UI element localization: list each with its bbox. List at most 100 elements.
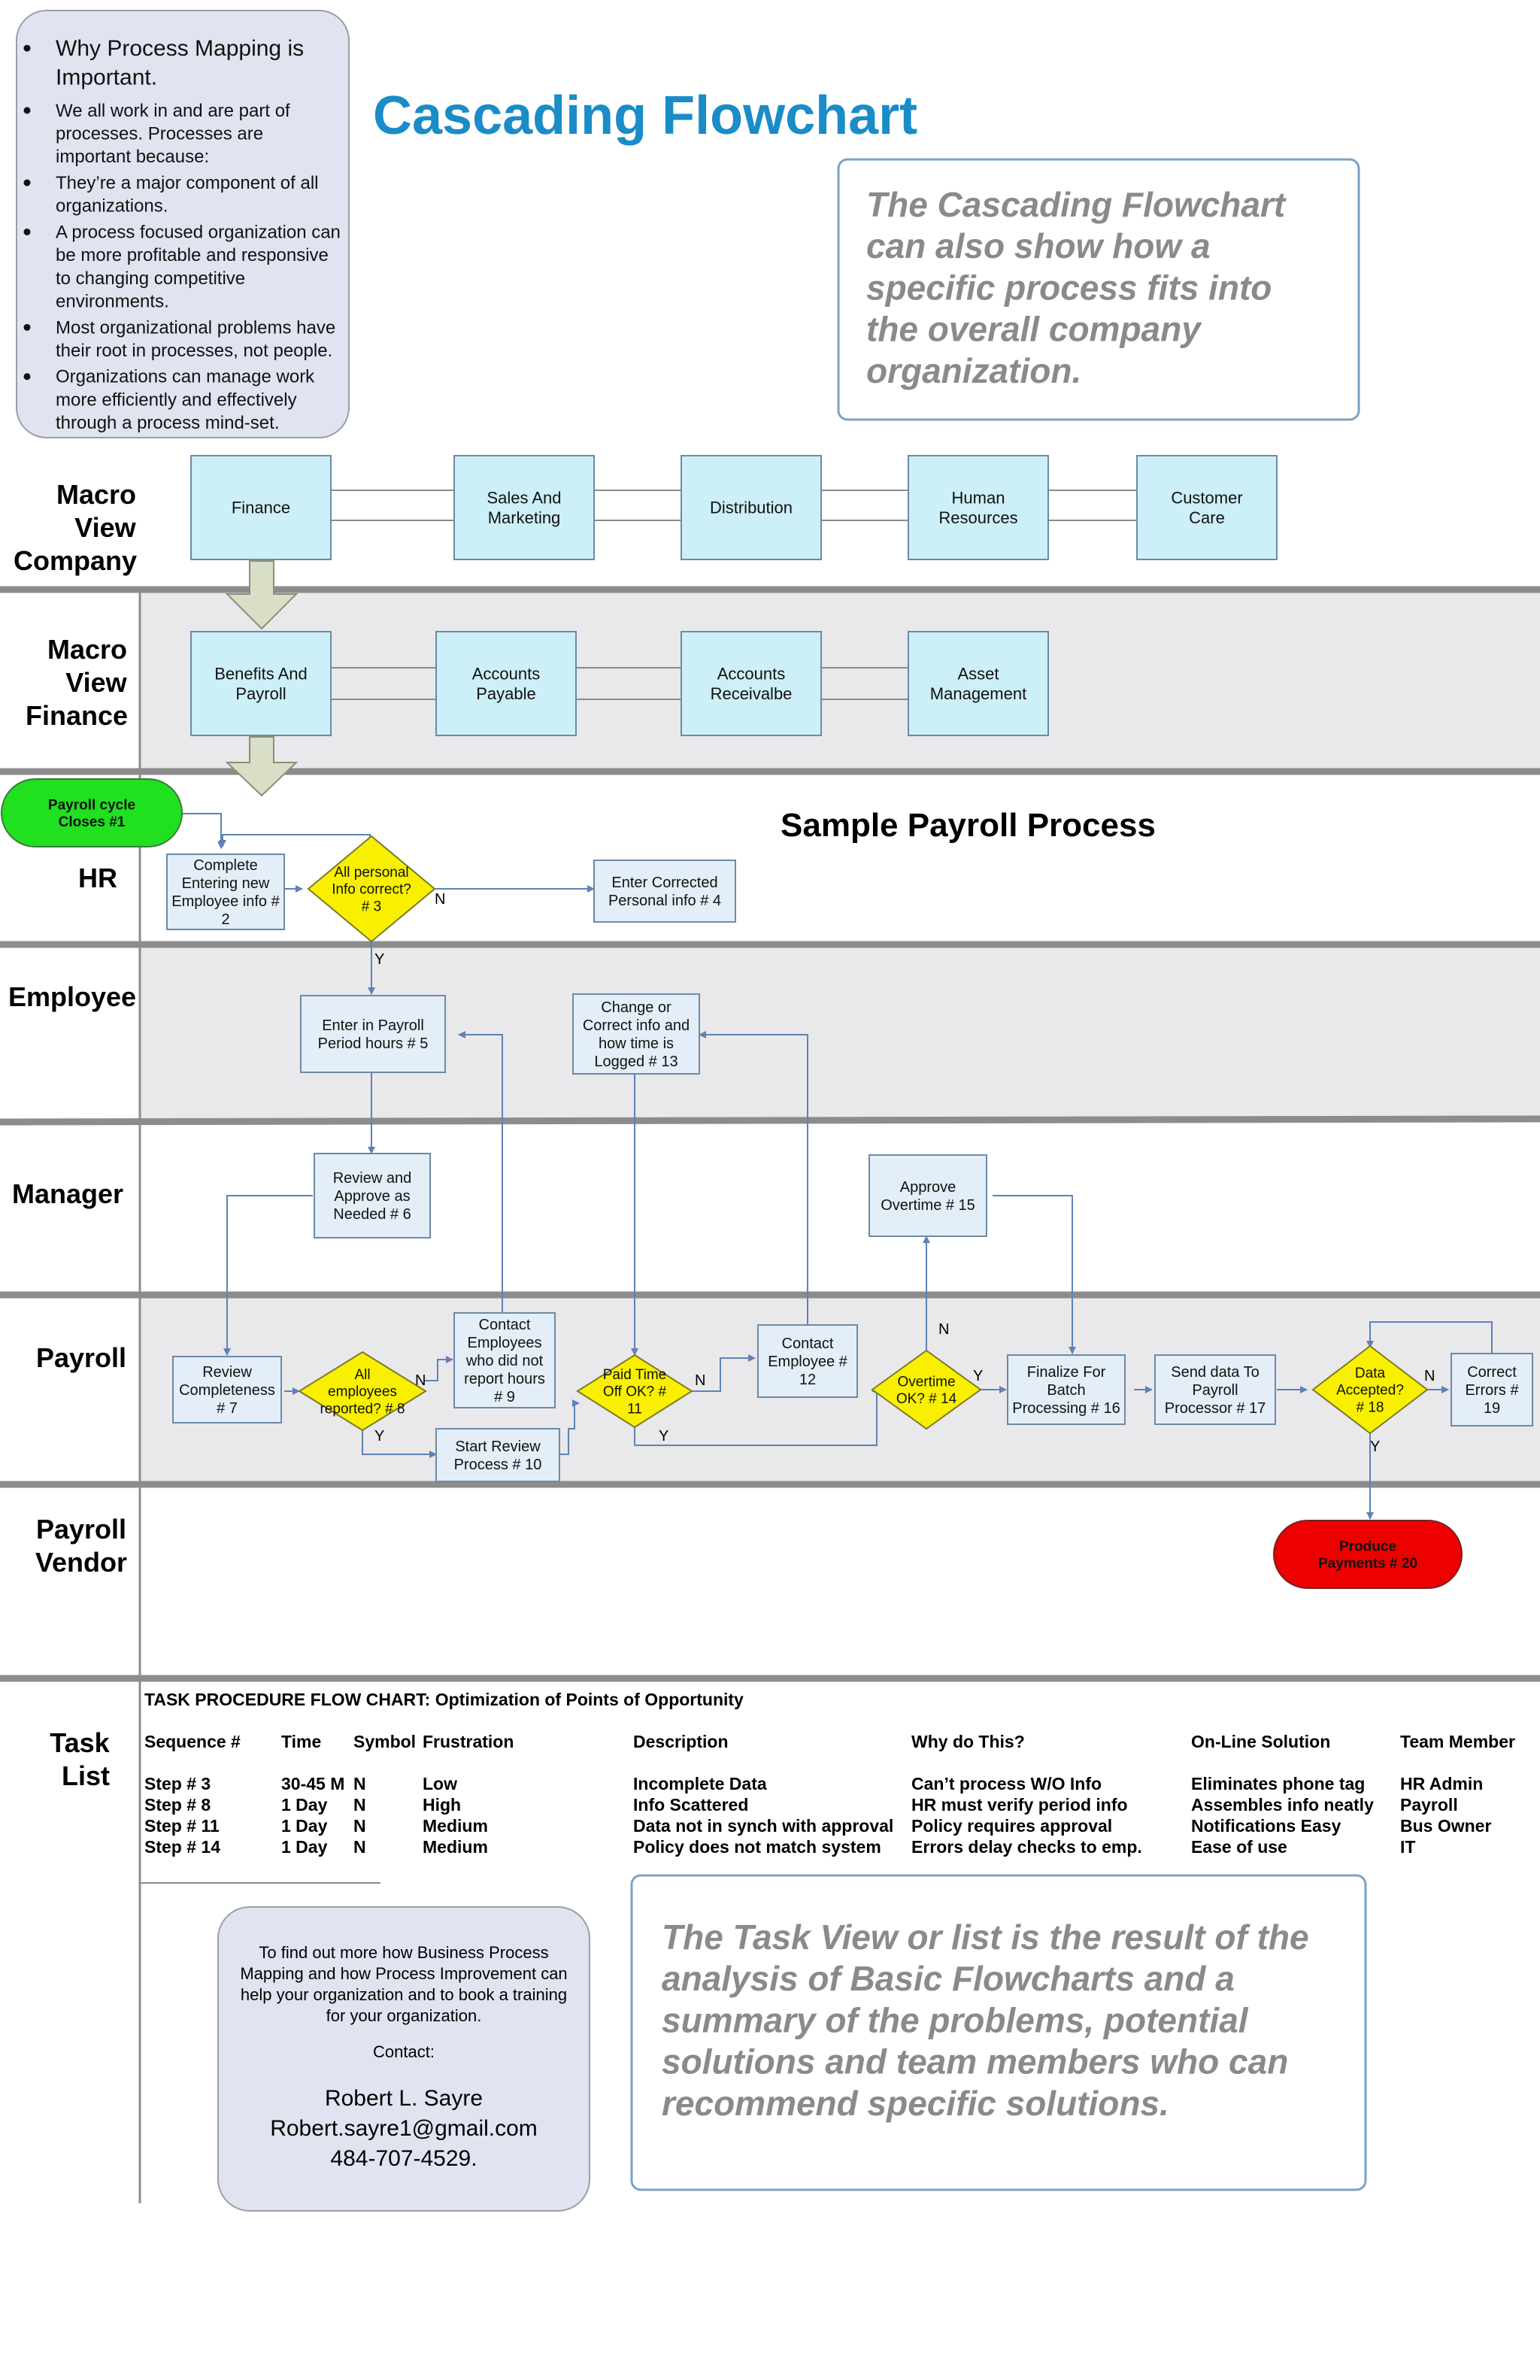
process-step-9: [453, 1312, 556, 1408]
task-table-cell: N: [353, 1837, 366, 1857]
page-title: Cascading Flowchart: [373, 86, 917, 146]
drilldown-arrow: [225, 736, 299, 797]
process-step-5: [300, 995, 446, 1073]
task-table-cell: Step # 8: [144, 1795, 211, 1815]
finance-unit-box: [908, 631, 1049, 736]
svg-text:Macro: Macro: [56, 479, 136, 510]
svg-text:Task: Task: [50, 1727, 110, 1758]
bullet-icon: [23, 179, 31, 186]
task-table-cell: Low: [423, 1774, 457, 1793]
contact-email[interactable]: Robert.sayre1@gmail.com: [270, 2116, 538, 2141]
process-step-6: [314, 1153, 431, 1239]
callout-top: [837, 158, 1360, 421]
svg-text:View: View: [65, 667, 127, 698]
label-no: N: [1424, 1368, 1435, 1384]
task-table-cell: Assembles info neatly: [1191, 1795, 1374, 1815]
decision-step-11: [576, 1354, 693, 1429]
callout-bottom-text: The Task View or list is the result of t…: [662, 1918, 1309, 2123]
contact-bubble: [217, 1906, 590, 2212]
svg-text:View: View: [74, 512, 136, 543]
label-yes: Y: [374, 951, 384, 968]
task-table-cell: Step # 14: [144, 1837, 220, 1857]
process-step-16: [1007, 1354, 1126, 1425]
process-step-7: [172, 1356, 282, 1423]
start-terminal: [1, 778, 183, 847]
bullet-icon: [23, 44, 31, 52]
lane-divider: [0, 1115, 1540, 1126]
task-table-cell: Errors delay checks to emp.: [911, 1837, 1142, 1857]
task-column-header: Time: [281, 1732, 321, 1751]
company-unit-box: [681, 455, 822, 560]
process-step-17: [1154, 1354, 1276, 1425]
task-table-cell: Step # 11: [144, 1816, 220, 1836]
contact-phone: 484-707-4529.: [330, 2146, 477, 2171]
task-table-cell: Medium: [423, 1837, 488, 1857]
svg-text:Finance: Finance: [26, 700, 128, 731]
label-yes: Y: [659, 1428, 668, 1445]
label-no: N: [415, 1372, 426, 1389]
svg-text:Payroll: Payroll: [36, 1514, 126, 1545]
label-yes: Y: [1370, 1439, 1380, 1455]
svg-text:Macro: Macro: [47, 634, 127, 665]
task-table-cell: Ease of use: [1191, 1837, 1287, 1857]
task-column-header: Why do This?: [911, 1732, 1025, 1751]
lane-label-macro-finance: Macro View Finance: [26, 634, 128, 731]
finance-unit-box: [681, 631, 822, 736]
task-table-cell: Incomplete Data: [633, 1774, 767, 1793]
sample-process-title: Sample Payroll Process: [781, 807, 1156, 844]
task-table-cell: Data not in synch with approval: [633, 1816, 893, 1836]
contact-label: Contact:: [373, 2042, 435, 2061]
label-yes: Y: [973, 1368, 983, 1384]
bullet-icon: [23, 228, 31, 235]
decision-step-14: [871, 1349, 982, 1430]
task-table-cell: N: [353, 1816, 366, 1836]
drilldown-arrow: [225, 560, 299, 630]
company-unit-box: [908, 455, 1049, 560]
task-column-header: Frustration: [423, 1732, 514, 1751]
label-no: N: [435, 891, 445, 908]
task-table-cell: Info Scattered: [633, 1795, 748, 1815]
end-terminal: [1273, 1520, 1463, 1589]
process-step-2: [166, 853, 285, 930]
task-table-cell: 1 Day: [281, 1795, 328, 1815]
process-step-12: [757, 1324, 858, 1398]
task-table-cell: 1 Day: [281, 1837, 328, 1857]
task-table-cell: Medium: [423, 1816, 488, 1836]
task-table-cell: 1 Day: [281, 1816, 328, 1836]
lane-shade-macro-finance: [140, 591, 1540, 773]
process-step-4: [593, 860, 736, 923]
task-table-cell: Payroll: [1400, 1795, 1458, 1815]
finance-connectors: [331, 667, 908, 700]
task-table-cell: High: [423, 1795, 461, 1815]
svg-text:List: List: [62, 1760, 110, 1791]
decision-step-18: [1311, 1345, 1429, 1435]
task-table-cell: HR Admin: [1400, 1774, 1483, 1793]
company-connectors: [331, 490, 1137, 521]
decision-step-8: [298, 1351, 427, 1432]
lane-label-macro-company: Macro View Company: [14, 479, 137, 576]
lane-label-employee: Employee: [8, 981, 136, 1012]
intro-bubble: [16, 10, 350, 438]
